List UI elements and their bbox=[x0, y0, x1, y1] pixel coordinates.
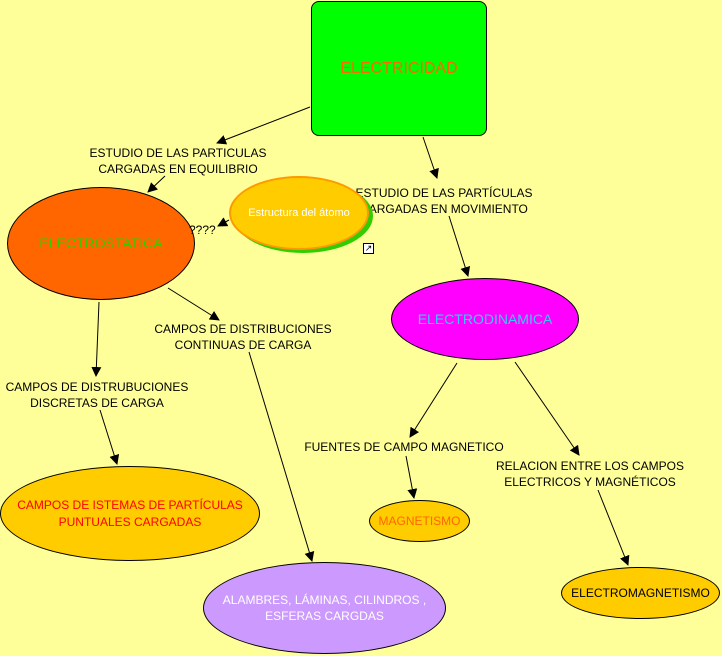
node-electrostatica[interactable]: ELECTROSTATICA bbox=[7, 187, 195, 300]
connector-atomo-to-question bbox=[217, 217, 230, 227]
connector-root-to-equilibrio bbox=[216, 106, 311, 145]
connector-continuas-to-alambres bbox=[248, 351, 315, 562]
connector-electrostatica-to-continuas bbox=[167, 287, 220, 321]
connector-discretas-to-sistemas bbox=[99, 409, 120, 465]
node-estructura-atomo[interactable]: Estructura del átomo bbox=[229, 176, 369, 250]
link-label-question: ???? bbox=[189, 223, 216, 237]
connector-equilibrio-to-electrostatica bbox=[147, 175, 166, 193]
connector-electrostatica-to-discretas bbox=[91, 301, 102, 377]
link-label-equilibrio: ESTUDIO DE LAS PARTICULAS CARGADAS EN EQ… bbox=[89, 146, 267, 177]
node-electrodinamica[interactable]: ELECTRODINAMICA bbox=[391, 278, 579, 360]
node-atomo-label: Estructura del átomo bbox=[248, 206, 350, 219]
shortcut-arrow-icon[interactable]: ↗ bbox=[363, 243, 374, 254]
link-label-fuentes: FUENTES DE CAMPO MAGNETICO bbox=[304, 440, 504, 454]
link-label-discretas: CAMPOS DE DISTRUBUCIONES DISCRETAS DE CA… bbox=[5, 380, 189, 411]
link-label-relacion: RELACION ENTRE LOS CAMPOS ELECTRICOS Y M… bbox=[495, 459, 685, 490]
connector-relacion-to-electromagnetismo bbox=[597, 489, 630, 566]
node-alambres-line2: ESFERAS CARGDAS bbox=[265, 609, 384, 623]
link-label-movimiento: ESTUDIO DE LAS PARTÍCULAS CARGADAS EN MO… bbox=[355, 186, 533, 217]
node-alambres-line1: ALAMBRES, LÁMINAS, CILINDROS , bbox=[222, 592, 427, 607]
node-magnetismo[interactable]: MAGNETISMO bbox=[369, 500, 470, 542]
link-label-continuas: CAMPOS DE DISTRIBUCIONES CONTINUAS DE CA… bbox=[154, 322, 332, 353]
node-alambres[interactable]: ALAMBRES, LÁMINAS, CILINDROS , ESFERAS C… bbox=[203, 562, 446, 654]
node-sistemas-line2: PUNTUALES CARGADAS bbox=[58, 514, 202, 529]
connector-electrodinamica-to-fuentes bbox=[409, 362, 458, 438]
connector-fuentes-to-magnetismo bbox=[405, 455, 418, 499]
connector-movimiento-to-electrodinamica bbox=[448, 215, 471, 277]
node-electrostatica-label: ELECTROSTATICA bbox=[39, 235, 163, 252]
node-campos-sistemas[interactable]: CAMPOS DE ISTEMAS DE PARTÍCULAS PUNTUALE… bbox=[0, 466, 260, 561]
node-electricidad-label: ELECTRICIDAD bbox=[340, 59, 458, 77]
connector-root-to-movimiento bbox=[422, 136, 439, 179]
node-electromagnetismo-label: ELECTROMAGNETISMO bbox=[571, 585, 710, 600]
node-electromagnetismo[interactable]: ELECTROMAGNETISMO bbox=[561, 567, 720, 619]
node-magnetismo-label: MAGNETISMO bbox=[378, 513, 461, 528]
node-sistemas-line1: CAMPOS DE ISTEMAS DE PARTÍCULAS bbox=[17, 498, 243, 513]
connector-electrodinamica-to-relacion bbox=[514, 361, 580, 456]
node-electricidad[interactable]: ELECTRICIDAD bbox=[311, 1, 487, 136]
node-electrodinamica-label: ELECTRODINAMICA bbox=[417, 310, 553, 327]
